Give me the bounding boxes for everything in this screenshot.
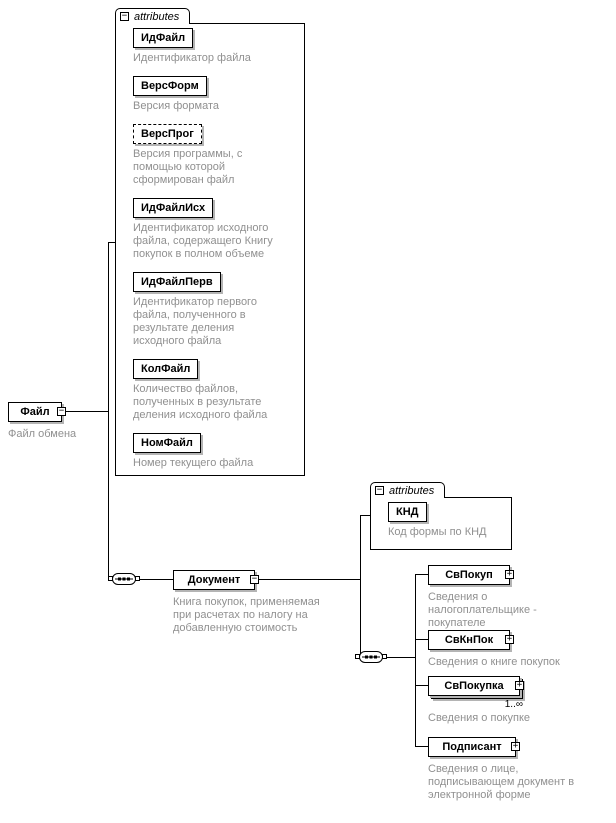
connector-line: [258, 579, 360, 580]
element-document-description: Книга покупок, применяемая при расчетах …: [173, 596, 320, 634]
element-podpisant-label: Подписант: [442, 741, 502, 753]
connector-line: [415, 574, 428, 575]
collapse-icon[interactable]: −: [120, 11, 129, 21]
element-svknpok[interactable]: СвКнПок +: [428, 630, 514, 650]
connector-line: [108, 242, 116, 243]
element-document[interactable]: Документ −: [173, 570, 259, 590]
element-file-label: Файл: [20, 406, 50, 418]
connector-line: [415, 574, 416, 747]
attribute-item: ИдФайл Идентификатор файла: [133, 28, 299, 65]
attributes-label: attributes: [134, 10, 180, 23]
expand-icon[interactable]: +: [515, 680, 524, 690]
attr-versprog[interactable]: ВерсПрог: [133, 124, 202, 144]
element-podpisant[interactable]: Подписант +: [428, 737, 520, 757]
attr-kolfajl[interactable]: КолФайл: [133, 359, 199, 379]
file-attributes-tab[interactable]: − attributes: [115, 8, 191, 24]
connector-line: [415, 685, 428, 686]
attribute-item: ИдФайлИсх Идентификатор исходного файла,…: [133, 198, 299, 261]
attributes-frame: [115, 23, 305, 476]
attr-idfajl-description: Идентификатор файла: [133, 52, 251, 64]
attribute-item: ИдФайлПерв Идентификатор первого файла, …: [133, 272, 299, 348]
attr-idfajlperv-description: Идентификатор первого файла, полученного…: [133, 296, 257, 347]
element-svknpok-description: Сведения о книге покупок: [428, 656, 560, 668]
element-svpokup-label: СвПокуп: [445, 569, 493, 581]
sequence-compositor-icon[interactable]: [355, 649, 387, 665]
element-svpokupka-label: СвПокупка: [444, 680, 504, 692]
document-attributes-group: − attributes КНД Код формы по КНД: [370, 482, 512, 550]
element-svpokup[interactable]: СвПокуп +: [428, 565, 514, 585]
expand-icon[interactable]: +: [511, 741, 520, 751]
expand-icon[interactable]: +: [505, 634, 514, 644]
connector-line: [415, 746, 428, 747]
element-document-label: Документ: [187, 574, 241, 586]
element-svpokup-description: Сведения о налогоплательщике - покупател…: [428, 591, 537, 629]
occurrence-label: 1..∞: [504, 699, 523, 710]
connector-line: [360, 515, 361, 658]
attr-idfajl[interactable]: ИдФайл: [133, 28, 194, 48]
attr-nomfajl[interactable]: НомФайл: [133, 433, 201, 453]
attributes-label: attributes: [389, 484, 435, 497]
collapse-icon[interactable]: −: [250, 574, 259, 584]
attr-idfajlish-description: Идентификатор исходного файла, содержаще…: [133, 222, 273, 260]
element-file[interactable]: Файл −: [8, 402, 66, 422]
attr-nomfajl-description: Номер текущего файла: [133, 457, 254, 469]
connector-line: [140, 579, 173, 580]
attr-versform[interactable]: ВерсФорм: [133, 76, 207, 96]
element-svpokupka-description: Сведения о покупке: [428, 712, 531, 724]
attribute-item: КНД Код формы по КНД: [388, 502, 506, 539]
connector-line: [415, 639, 428, 640]
connector-line: [360, 515, 371, 516]
attr-kolfajl-description: Количество файлов, полученных в результа…: [133, 383, 268, 421]
expand-icon[interactable]: +: [505, 569, 514, 579]
attr-knd-description: Код формы по КНД: [388, 526, 487, 538]
attr-versform-description: Версия формата: [133, 100, 219, 112]
connector-line: [66, 411, 108, 412]
attr-knd[interactable]: КНД: [388, 502, 427, 522]
element-podpisant-description: Сведения о лице, подписывающем документ …: [428, 763, 575, 801]
attr-idfajlperv[interactable]: ИдФайлПерв: [133, 272, 221, 292]
collapse-icon[interactable]: −: [375, 485, 384, 495]
attr-idfajlish[interactable]: ИдФайлИсх: [133, 198, 214, 218]
attribute-item: КолФайл Количество файлов, полученных в …: [133, 359, 299, 422]
attr-versprog-description: Версия программы, с помощью которой сфор…: [133, 148, 243, 186]
sequence-compositor-icon[interactable]: [108, 571, 140, 587]
element-svknpok-label: СвКнПок: [444, 634, 494, 646]
attribute-item: НомФайл Номер текущего файла: [133, 433, 299, 470]
collapse-icon[interactable]: −: [57, 406, 66, 416]
element-svpokupka[interactable]: СвПокупка +: [428, 676, 524, 696]
connector-line: [386, 657, 415, 658]
connector-line: [108, 242, 109, 580]
attribute-item: ВерсФорм Версия формата: [133, 76, 299, 113]
file-attributes-group: − attributes ИдФайл Идентификатор файла …: [115, 8, 305, 476]
element-file-description: Файл обмена: [8, 428, 77, 440]
attribute-item: ВерсПрог Версия программы, с помощью кот…: [133, 124, 299, 187]
document-attributes-tab[interactable]: − attributes: [370, 482, 446, 498]
